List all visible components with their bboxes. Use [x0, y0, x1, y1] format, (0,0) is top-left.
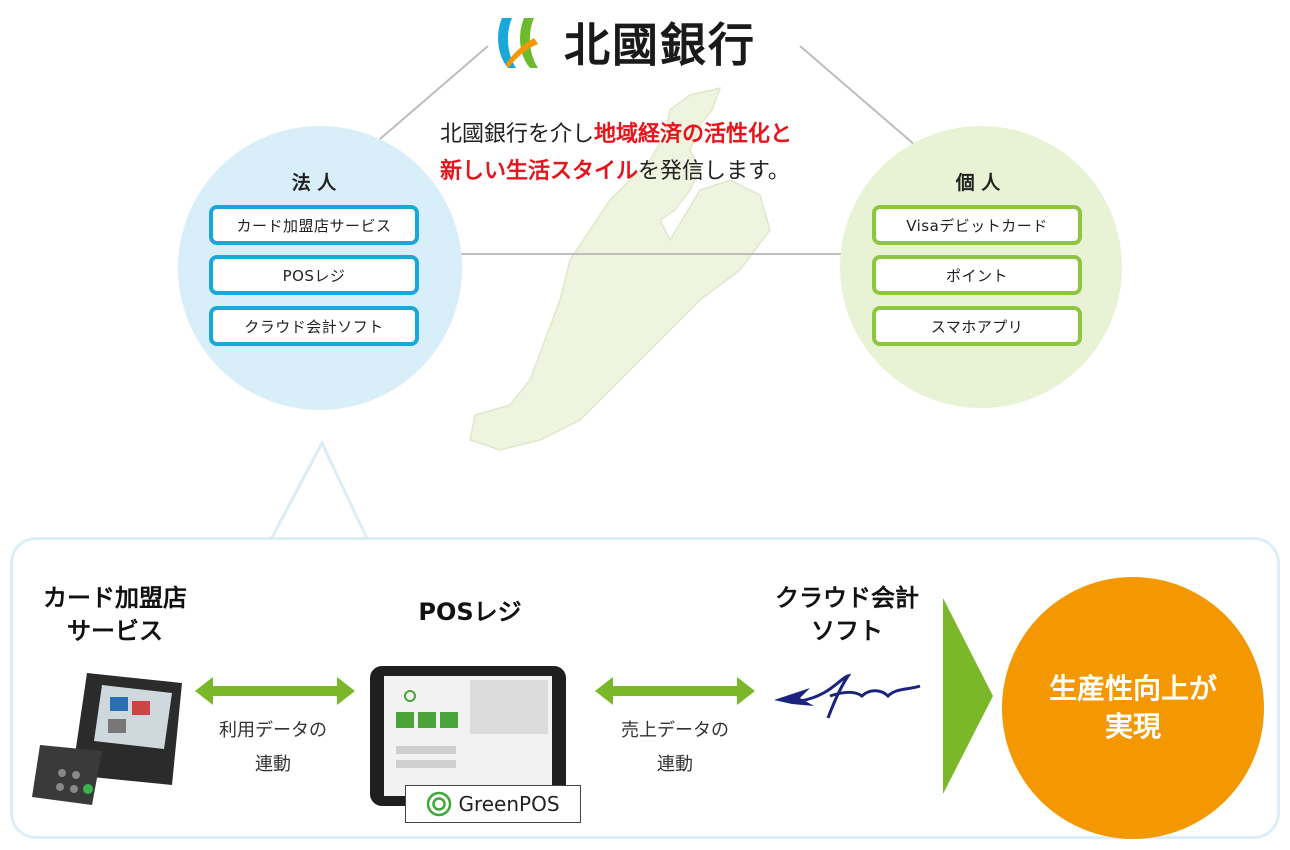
freee-bird-icon — [774, 673, 921, 719]
sync-arrow-1 — [195, 677, 355, 705]
tagline-highlight: 地域経済の活性化と — [594, 122, 793, 147]
corporate-item-accounting: クラウド会計ソフト — [209, 306, 419, 346]
personal-item-debit-card: Visaデビットカード — [872, 205, 1082, 245]
pos-heading: POSレジ — [418, 598, 522, 626]
tagline-text: 北國銀行を介し — [440, 122, 595, 147]
greenpos-logo-icon — [427, 791, 452, 817]
pos-tablet-icon — [370, 666, 566, 806]
freee-logo: freee — [770, 668, 930, 728]
card-service-heading-line: カード加盟店 — [43, 584, 187, 612]
link1-label: 利用データの 連動 — [198, 714, 348, 782]
personal-title: 個 人 — [955, 172, 1001, 194]
accounting-heading: クラウド会計 ソフト — [752, 582, 942, 648]
outcome-line: 生産性向上が — [1048, 672, 1217, 705]
card-service-heading: カード加盟店 サービス — [20, 582, 210, 648]
outcome-line: 実現 — [1104, 710, 1161, 743]
link2-label-line: 連動 — [657, 754, 693, 775]
sync-arrow-2 — [595, 677, 755, 705]
bank-name: 北國銀行 — [564, 18, 756, 72]
corporate-title: 法 人 — [291, 172, 337, 194]
personal-item-points: ポイント — [872, 255, 1082, 295]
accounting-heading-line: ソフト — [811, 617, 883, 645]
tagline-highlight: 新しい生活スタイル — [440, 159, 639, 184]
accounting-heading-line: クラウド会計 — [775, 584, 919, 612]
card-service-heading-line: サービス — [67, 617, 163, 645]
link2-label-line: 売上データの — [621, 720, 729, 741]
link1-label-line: 連動 — [255, 754, 291, 775]
outcome-circle: 生産性向上が 実現 — [1002, 577, 1264, 839]
link2-label: 売上データの 連動 — [600, 714, 750, 782]
personal-item-app: スマホアプリ — [872, 306, 1082, 346]
greenpos-badge: GreenPOS — [405, 785, 581, 823]
bank-logo: 北國銀行 — [494, 10, 756, 74]
chevron-right-icon — [943, 598, 993, 794]
map-silhouette — [469, 86, 771, 451]
corporate-item-pos: POSレジ — [209, 255, 419, 295]
corporate-item-card-service: カード加盟店サービス — [209, 205, 419, 245]
tagline-text: を発信します。 — [638, 159, 790, 184]
tagline: 北國銀行を介し地域経済の活性化と 新しい生活スタイルを発信します。 — [440, 116, 880, 190]
greenpos-name: GreenPOS — [458, 792, 560, 816]
bank-logo-mark-icon — [498, 18, 538, 68]
link1-label-line: 利用データの — [219, 720, 327, 741]
card-terminal-icon — [32, 673, 182, 805]
